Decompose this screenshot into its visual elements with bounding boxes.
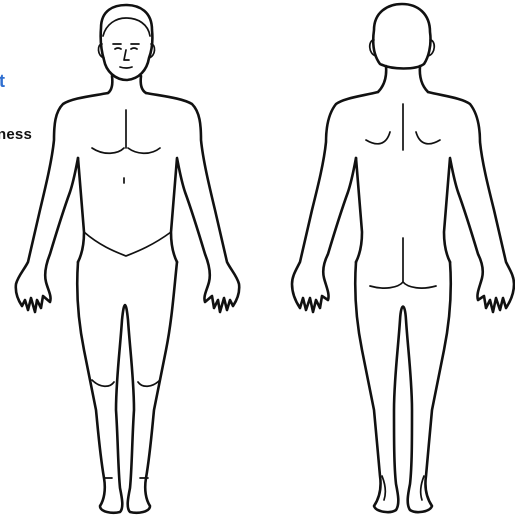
front-torso bbox=[78, 93, 239, 312]
back-torso bbox=[356, 92, 514, 312]
back-head bbox=[373, 4, 430, 69]
back-left-arm bbox=[292, 92, 378, 312]
front-legs bbox=[77, 262, 177, 513]
cropped-side-label: ness bbox=[0, 127, 32, 142]
back-body-figure bbox=[292, 4, 514, 512]
cropped-blue-text: t bbox=[0, 72, 5, 90]
back-legs bbox=[355, 262, 451, 512]
front-body-figure bbox=[16, 5, 239, 513]
